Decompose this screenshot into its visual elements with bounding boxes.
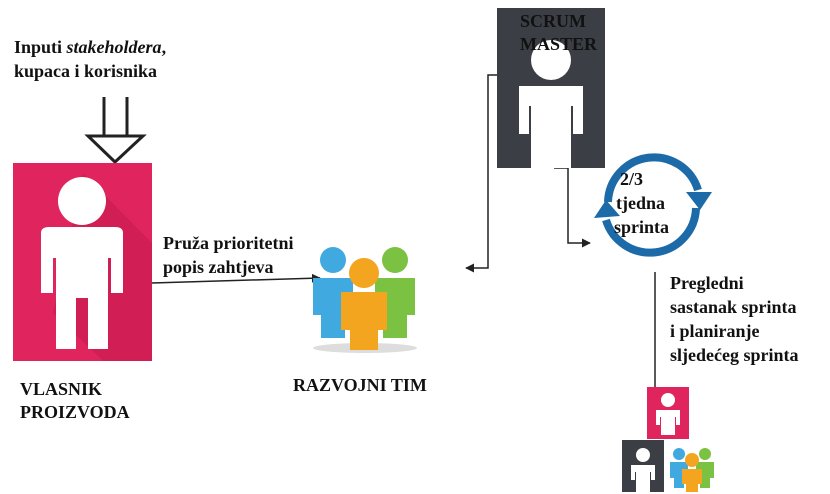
small-development-team-icon [667,446,717,492]
sprint-cycle-line3: sprinta [614,217,670,237]
stakeholder-input-italic: stakeholdera [66,37,162,57]
scrum-master-label-line1: SCRUM [520,11,586,31]
stakeholder-input-suffix: , [161,37,167,57]
product-owner-icon [13,163,152,361]
small-product-owner-icon [647,387,689,439]
scrum-master-to-cycle-arrow [554,167,591,248]
stakeholder-input-label: Inputi stakeholdera, [14,36,166,58]
development-team-label: RAZVOJNI TIM [293,375,427,395]
product-owner-label-line2: PROIZVODA [20,402,130,422]
scrum-master-label-line2: MASTER [520,34,598,54]
stakeholder-input-prefix: Inputi [14,37,67,57]
sprint-cycle-icon [588,150,718,260]
sprint-review-line4: sljedećeg sprinta [670,345,799,365]
sprint-review-line2: sastanak sprinta [670,297,797,317]
input-double-arrow [84,97,147,165]
sprint-cycle-line1: 2/3 [620,169,644,189]
prioritized-list-line1: Pruža prioritetni [163,233,294,253]
prioritized-list-line2: popis zahtjeva [163,257,274,277]
stakeholder-input-line2: kupaca i korisnika [14,61,158,81]
product-owner-label-line1: VLASNIK [20,379,103,399]
sprint-review-line3: i planiranje [670,321,760,341]
small-scrum-master-icon [622,440,664,492]
sprint-cycle-line2: tjedna [616,193,665,213]
list-arrow [151,273,321,284]
sprint-review-line1: Pregledni [670,273,744,293]
development-team-icon [305,240,425,355]
scrum-master-icon [497,8,605,168]
scrum-master-to-team-arrow [465,74,497,273]
